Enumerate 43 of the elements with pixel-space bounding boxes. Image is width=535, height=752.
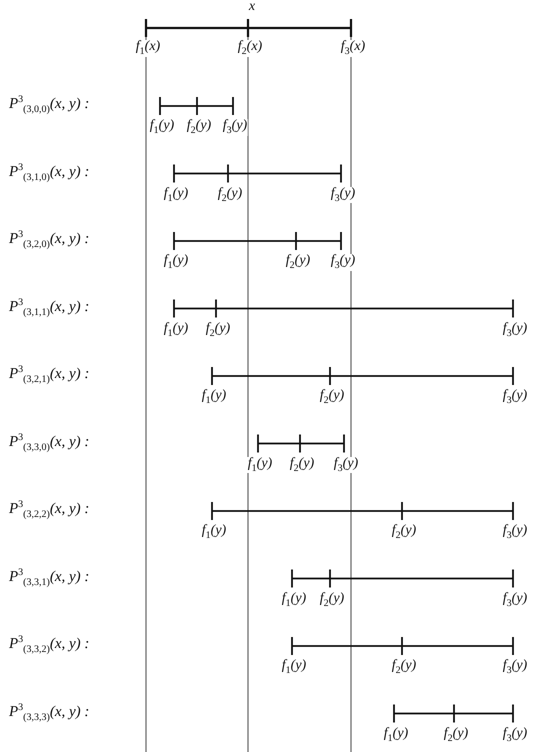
endpoint-label: f$_{1}$(y) <box>162 322 190 338</box>
endpoint-label: f$_{3}$(y) <box>502 592 528 608</box>
endpoint-label: f$_{1}$(y) <box>280 592 308 608</box>
endpoint-label: f$_{2}$(y) <box>390 524 418 541</box>
row-label: P$^{3}$$_{(3,2,0)}$(x, y) : <box>8 230 90 250</box>
row-label: P$^{3}$$_{(3,2,2)}$(x, y) : <box>8 500 90 520</box>
endpoint-label: f$_{2}$(y) <box>390 659 418 676</box>
endpoint-label: f$_{2}$(y) <box>442 726 470 744</box>
endpoint-label: f$_{1}$(y) <box>162 254 190 271</box>
row-label: P$^{3}$$_{(3,3,0)}$(x, y) : <box>8 432 90 452</box>
endpoint-label: f$_{3}$(y) <box>502 659 528 676</box>
endpoint-label: f$_{1}$(y) <box>280 659 308 676</box>
row-label: P$^{3}$$_{(3,1,1)}$(x, y) : <box>8 298 90 318</box>
endpoint-label: f$_{3}$(y) <box>222 119 248 136</box>
endpoint-label: f$_{3}$(x) <box>340 40 366 57</box>
endpoint-label: f$_{1}$(y) <box>162 186 190 204</box>
endpoint-label: f$_{3}$(y) <box>330 254 356 271</box>
endpoint-label: f$_{2}$(y) <box>186 119 212 136</box>
endpoint-label: f$_{2}$(y) <box>216 186 244 204</box>
endpoint-label: f$_{1}$(y) <box>200 389 228 406</box>
endpoint-label: f$_{3}$(y) <box>502 524 528 541</box>
endpoint-label: f$_{1}$(x) <box>134 40 162 57</box>
row-label: P$^{3}$$_{(3,0,0)}$(x, y) : <box>8 95 90 115</box>
endpoint-label: f$_{1}$(y) <box>200 524 228 541</box>
row-label: P$^{3}$$_{(3,3,3)}$(x, y) : <box>8 702 90 722</box>
endpoint-label: f$_{3}$(y) <box>502 389 528 406</box>
endpoint-label: f$_{2}$(x) <box>236 40 264 57</box>
endpoint-label: f$_{3}$(y) <box>332 456 360 474</box>
endpoint-label: f$_{1}$(y) <box>148 119 176 136</box>
row-label: P$^{3}$$_{(3,2,1)}$(x, y) : <box>8 365 90 385</box>
endpoint-label: f$_{1}$(y) <box>246 456 274 474</box>
endpoint-label: f$_{3}$(y) <box>502 726 528 744</box>
endpoint-label: f$_{3}$(y) <box>502 322 528 338</box>
row-label: P$^{3}$$_{(3,3,2)}$(x, y) : <box>8 635 90 655</box>
endpoint-label: f$_{3}$(y) <box>330 186 356 204</box>
row-label: P$^{3}$$_{(3,1,0)}$(x, y) : <box>8 162 90 182</box>
endpoint-label: f$_{1}$(y) <box>382 726 410 744</box>
row-label: P$^{3}$$_{(3,3,1)}$(x, y) : <box>8 568 90 588</box>
endpoint-label: f$_{2}$(y) <box>288 456 316 474</box>
endpoint-label: f$_{2}$(y) <box>204 322 232 338</box>
endpoint-label: f$_{2}$(y) <box>318 592 346 608</box>
endpoint-label: f$_{2}$(y) <box>284 254 312 271</box>
endpoint-label: f$_{2}$(y) <box>318 389 346 406</box>
